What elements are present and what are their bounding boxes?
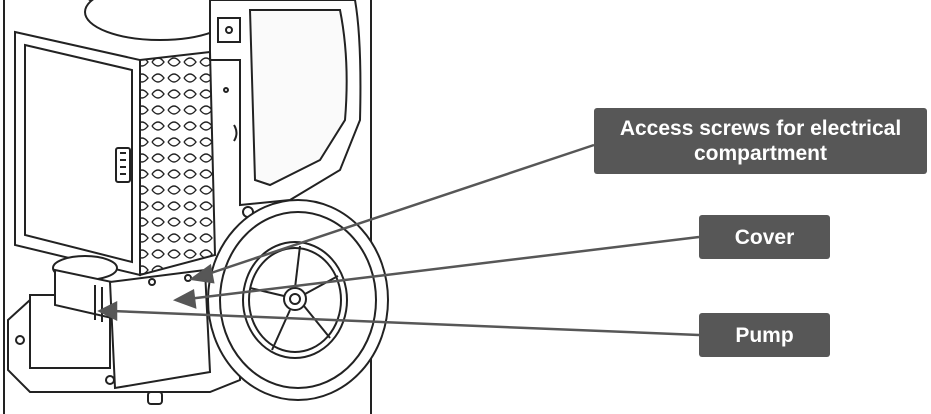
callout-access-screws-line1: Access screws for electrical <box>619 117 902 140</box>
leader-line-access-screws <box>204 143 595 277</box>
wheel <box>207 199 389 401</box>
callout-pump: Pump <box>699 313 830 357</box>
leader-line-pump <box>111 309 700 337</box>
callout-pump-label: Pump <box>735 323 794 347</box>
callout-access-screws: Access screws for electrical compartment <box>594 108 927 174</box>
compartment-cover <box>108 268 212 390</box>
leader-lines <box>97 143 700 337</box>
body-panel <box>209 0 362 218</box>
pump-unit <box>29 255 118 369</box>
callout-access-screws-line2: compartment <box>693 142 827 165</box>
callout-cover-label: Cover <box>734 225 795 249</box>
leader-line-cover <box>187 235 700 301</box>
callout-cover: Cover <box>699 215 830 259</box>
coil-frame <box>14 30 217 277</box>
